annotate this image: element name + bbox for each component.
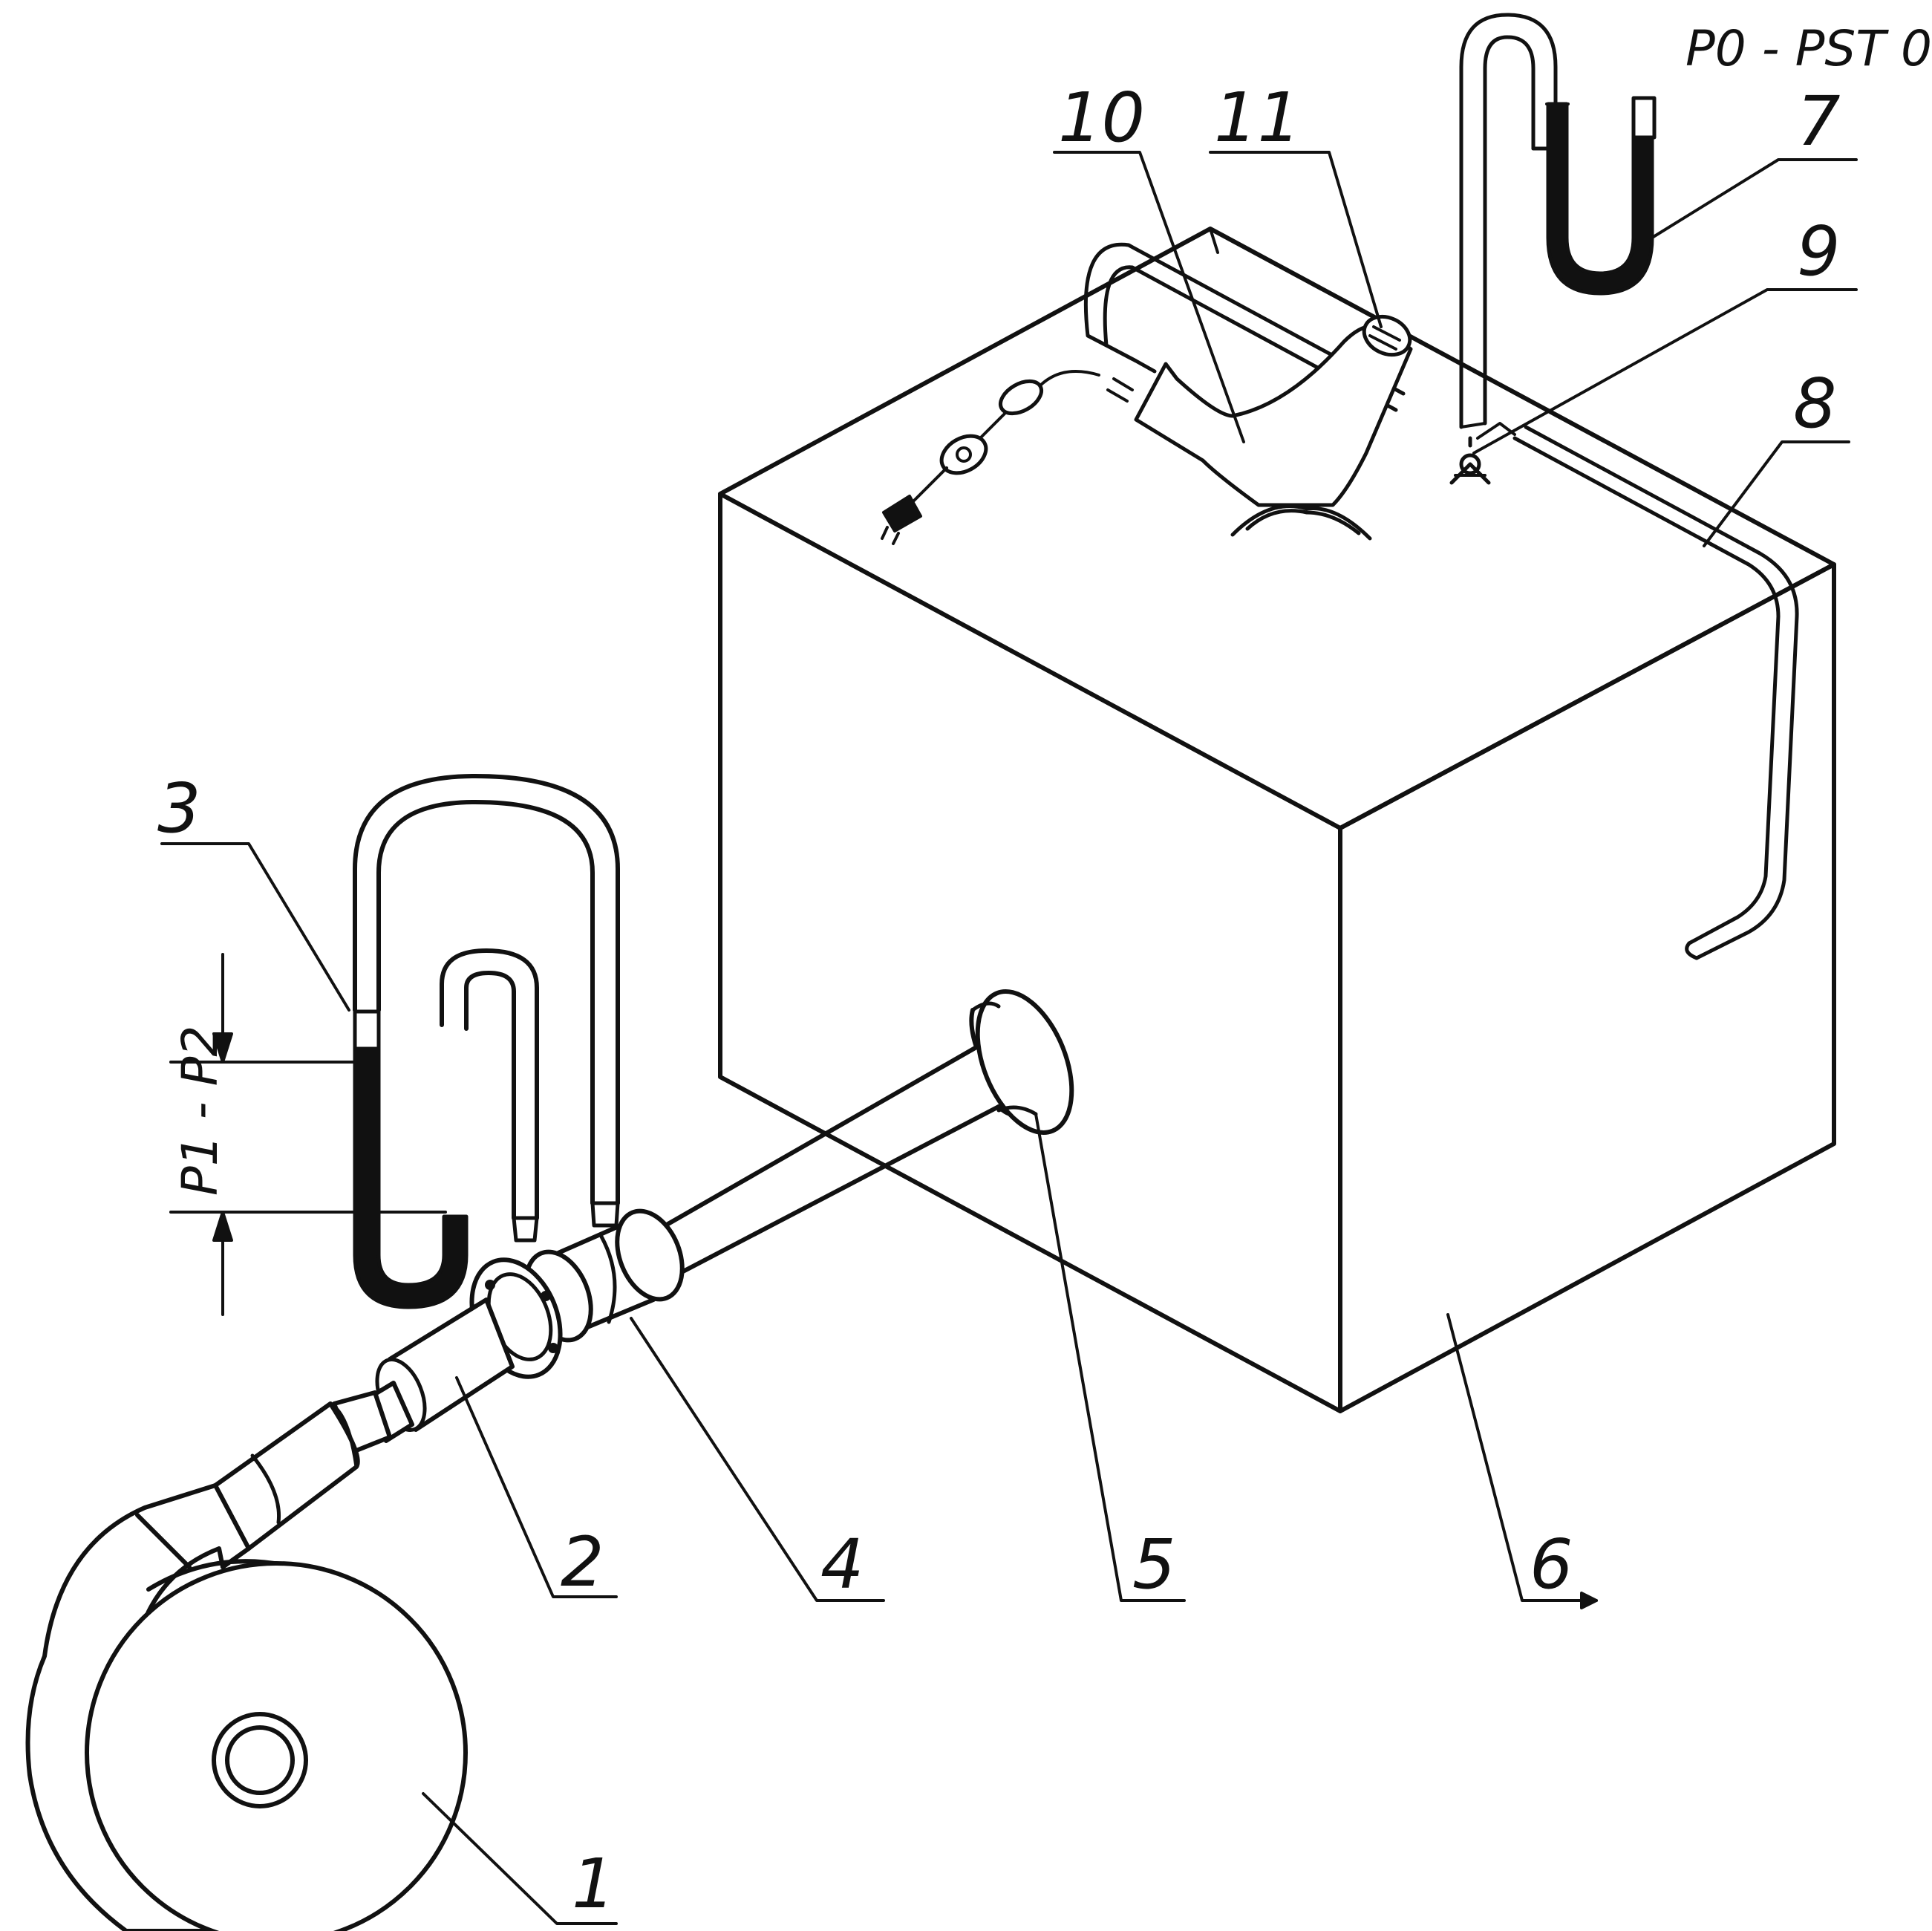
label-zero: 0 — [1901, 20, 1932, 77]
label-1: 1 — [572, 1844, 616, 1924]
venturi-2 — [332, 1257, 563, 1454]
box-chamber — [718, 227, 1836, 1413]
fan-1 — [25, 1483, 468, 1931]
part-labels: 1 2 3 4 5 6 7 8 9 10 11 — [157, 78, 1841, 1924]
label-p1-p2: P1 - P2 — [172, 1026, 229, 1196]
tube-8 — [1512, 425, 1799, 960]
label-6: 6 — [1530, 1525, 1573, 1604]
label-4: 4 — [820, 1525, 864, 1604]
manometer-7 — [1459, 13, 1657, 429]
duct-5 — [644, 989, 1074, 1283]
valve-9 — [1449, 422, 1516, 485]
device-10 — [1134, 314, 1413, 541]
tube-back — [1083, 242, 1406, 412]
label-7: 7 — [1797, 82, 1841, 161]
label-9: 9 — [1797, 212, 1841, 291]
power-cable — [881, 370, 1134, 545]
dimension-p1-p2 — [169, 953, 447, 1316]
label-5: 5 — [1132, 1525, 1176, 1604]
label-3: 3 — [157, 769, 201, 848]
pressure-annotations: P0 - PST 0 P1 - P2 — [172, 20, 1932, 1196]
label-11: 11 — [1214, 78, 1301, 157]
leader-lines — [160, 151, 1858, 1925]
fan-outlet — [213, 1401, 360, 1551]
label-2: 2 — [561, 1523, 604, 1602]
label-p0-pst: P0 - PST — [1685, 20, 1889, 77]
manometer-3 — [353, 774, 620, 1309]
label-8: 8 — [1793, 364, 1837, 443]
label-10: 10 — [1058, 78, 1145, 157]
